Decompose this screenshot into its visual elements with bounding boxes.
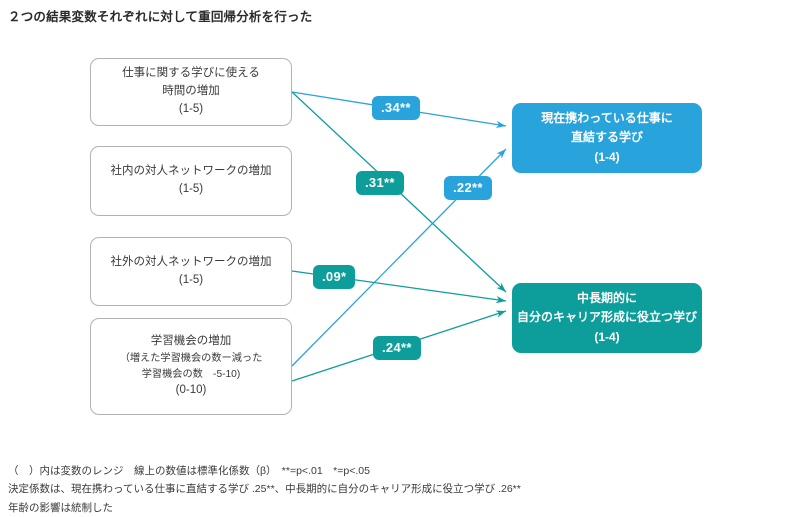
predictor-box-internal-network[interactable]: 社内の対人ネットワークの増加 (1-5) [90,146,292,216]
predictor-line: 学習機会の増加 [150,334,232,347]
footnotes: （ ）内は変数のレンジ 線上の数値は標準化係数（β） **=p<.01 *=p<… [8,462,521,517]
predictor-box-external-network[interactable]: 社外の対人ネットワークの増加 (1-5) [90,237,292,306]
predictor-box-time-for-work-learning[interactable]: 仕事に関する学びに使える 時間の増加 (1-5) [90,58,292,126]
predictor-range: (1-5) [178,273,204,286]
predictor-line: （増えた学習機会の数ー減った [119,352,263,364]
predictor-range: (1-5) [178,102,204,115]
outcome-line: 直結する学び [570,130,643,145]
outcome-box-career-building-learning[interactable]: 中長期的に 自分のキャリア形成に役立つ学び (1-4) [512,283,702,353]
coefficient-label-learnopp-to-direct[interactable]: .22** [444,176,492,200]
predictor-line: 仕事に関する学びに使える [122,67,260,80]
coefficient-label-time-to-direct[interactable]: .34** [372,96,420,120]
predictor-line: 社内の対人ネットワークの増加 [110,165,272,178]
footnote-line: 決定係数は、現在携わっている仕事に直結する学び .25**、中長期的に自分のキャ… [8,483,521,496]
coefficient-label-time-to-career[interactable]: .31** [356,171,404,195]
outcome-box-direct-work-learning[interactable]: 現在携わっている仕事に 直結する学び (1-4) [512,103,702,173]
outcome-range: (1-4) [594,149,620,164]
outcome-range: (1-4) [594,329,620,344]
outcome-line: 自分のキャリア形成に役立つ学び [516,310,697,325]
predictor-line: 社外の対人ネットワークの増加 [110,255,272,268]
coefficient-label-extnetwork-to-career[interactable]: .09* [313,265,356,289]
outcome-line: 中長期的に [576,291,637,306]
predictor-range: (1-5) [178,183,204,195]
predictor-box-learning-opportunities[interactable]: 学習機会の増加 （増えた学習機会の数ー減った 学習機会の数 -5-10) (0-… [90,318,292,415]
footnote-line: （ ）内は変数のレンジ 線上の数値は標準化係数（β） **=p<.01 *=p<… [8,465,370,477]
page-title: ２つの結果変数それぞれに対して重回帰分析を行った [8,10,313,24]
coefficient-label-learnopp-to-career[interactable]: .24** [373,336,421,360]
footnote-line: 年齢の影響は統制した [8,501,113,514]
predictor-range: (0-10) [175,384,207,397]
predictor-line: 時間の増加 [162,85,220,98]
outcome-line: 現在携わっている仕事に [541,111,673,126]
predictor-line: 学習機会の数 -5-10) [141,368,241,380]
